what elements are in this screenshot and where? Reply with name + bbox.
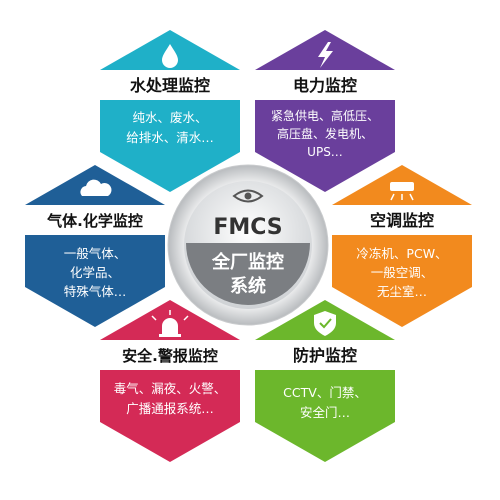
segment-water-title: 水处理监控 (130, 76, 210, 95)
segment-gas-title: 气体.化学监控 (46, 212, 143, 230)
segment-hvac-body-line-2: 一般空调、 (371, 265, 434, 280)
segment-water-body-line-2: 给排水、清水… (126, 130, 214, 145)
segment-security-title-band (255, 340, 395, 370)
segment-gas-title-band (25, 205, 165, 235)
segment-power[interactable]: 电力监控 紧急供电、高低压、 高压盘、发电机、 UPS… (255, 30, 395, 192)
segment-security[interactable]: 防护监控 CCTV、门禁、 安全门… (255, 300, 395, 462)
segment-power-body-line-3: UPS… (307, 145, 343, 159)
segment-hvac-title-band (332, 205, 472, 235)
segment-alarm-title: 安全.警报监控 (122, 347, 218, 365)
segment-water-title-band (100, 70, 240, 100)
hub-line-1: 全厂监控 (211, 251, 284, 273)
segment-gas-body-line-3: 特殊气体… (64, 284, 127, 299)
segment-power-body-line-1: 紧急供电、高低压、 (271, 108, 379, 123)
siren-icon (151, 310, 189, 337)
segment-security-body-line-2: 安全门… (300, 405, 350, 420)
shield-icon (314, 311, 336, 336)
segment-gas-body-line-2: 化学品、 (70, 265, 120, 280)
segment-alarm-title-band (100, 340, 240, 370)
segment-water[interactable]: 水处理监控 纯水、废水、 给排水、清水… (100, 30, 240, 192)
segment-hvac-body-line-1: 冷冻机、PCW、 (356, 246, 447, 261)
segment-alarm-body-line-2: 广播通报系统… (126, 401, 214, 416)
segment-alarm-body-line-1: 毒气、漏夜、火警、 (114, 381, 227, 396)
segment-power-body-line-2: 高压盘、发电机、 (277, 126, 373, 141)
hub-lower-band (186, 243, 310, 305)
segment-hvac[interactable]: 空调监控 冷冻机、PCW、 一般空调、 无尘室… (332, 165, 472, 327)
segment-alarm[interactable]: 安全.警报监控 毒气、漏夜、火警、 广播通报系统… (100, 300, 240, 462)
segment-power-title-band (255, 70, 395, 100)
hub-code: FMCS (213, 215, 282, 240)
segment-security-body-line-1: CCTV、门禁、 (283, 385, 367, 400)
segment-gas[interactable]: 气体.化学监控 一般气体、 化学品、 特殊气体… (25, 165, 165, 327)
hub[interactable]: FMCS 全厂监控 系统 (167, 164, 329, 326)
hub-line-2: 系统 (230, 275, 266, 297)
cloud-icon (80, 179, 112, 196)
water-drop-icon (162, 44, 178, 68)
lightning-icon (318, 42, 333, 68)
eye-icon (232, 189, 264, 203)
segment-security-title: 防护监控 (293, 346, 357, 365)
segment-power-title: 电力监控 (293, 76, 357, 95)
segment-gas-body-line-1: 一般气体、 (64, 246, 127, 261)
segment-hvac-body-line-3: 无尘室… (377, 284, 427, 299)
air-conditioner-icon (390, 182, 414, 201)
segment-water-body-line-1: 纯水、废水、 (132, 110, 207, 125)
segment-hvac-title: 空调监控 (370, 211, 434, 230)
